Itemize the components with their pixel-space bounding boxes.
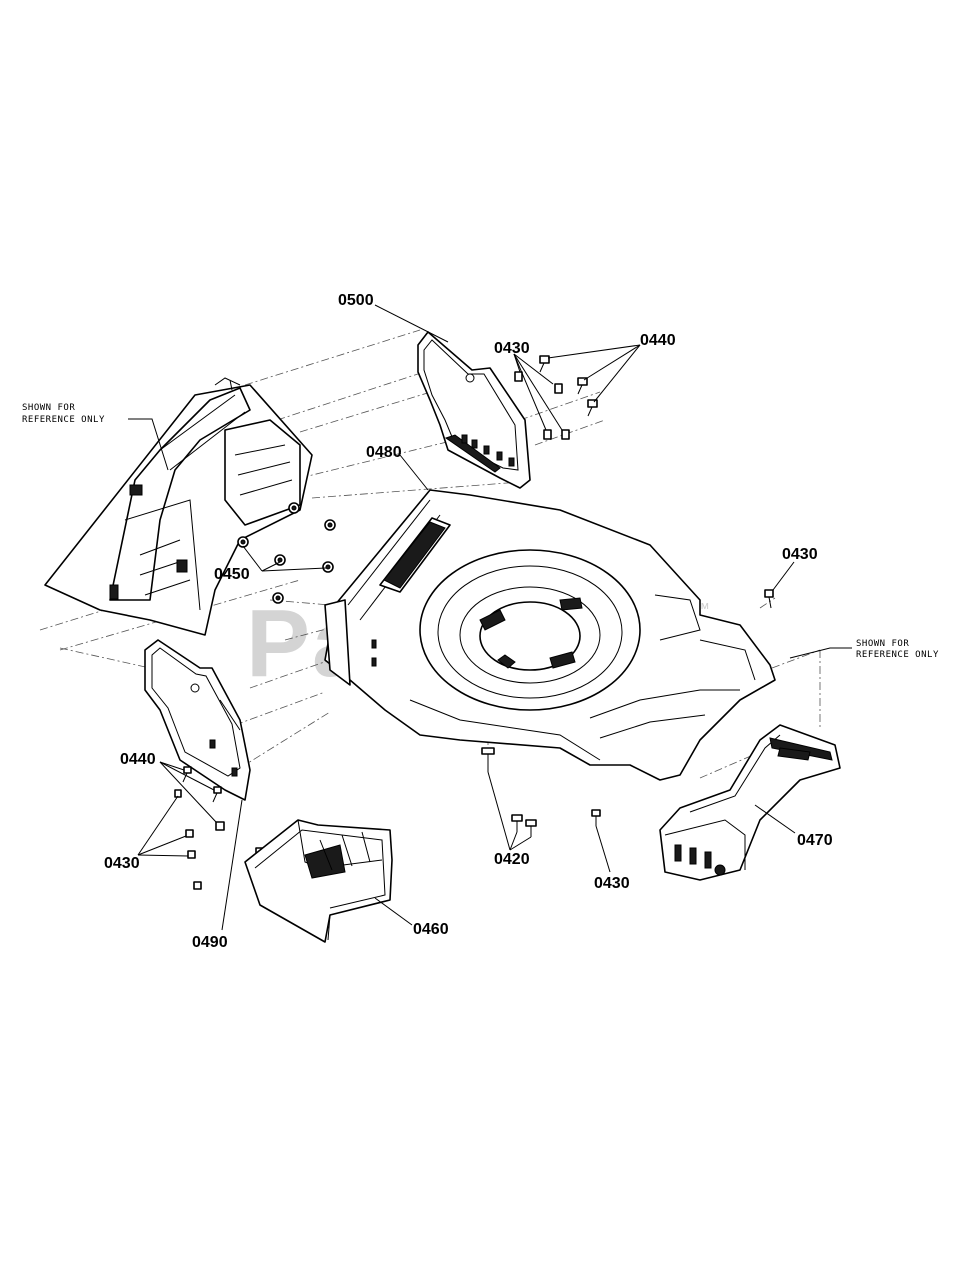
callout-0480: 0480 xyxy=(366,444,402,461)
part-0470-bracket xyxy=(659,724,841,881)
callout-0470: 0470 xyxy=(797,832,833,849)
reference-note-right-line2: REFERENCE ONLY xyxy=(856,650,939,660)
callout-0420: 0420 xyxy=(494,851,530,868)
screw-0430-right xyxy=(764,589,774,609)
nuts-0450 xyxy=(237,502,336,604)
screw-0430-bottom xyxy=(591,809,601,826)
reference-note-left-line1: SHOWN FOR xyxy=(22,403,75,413)
part-0480-deck xyxy=(324,489,776,781)
reference-note-left-line2: REFERENCE ONLY xyxy=(22,415,105,425)
callout-0440-left: 0440 xyxy=(120,751,156,768)
reference-housing-left xyxy=(44,377,313,636)
screws-0420 xyxy=(481,747,537,837)
part-0490-side-plate xyxy=(144,639,251,801)
part-0500-side-plate xyxy=(417,331,531,489)
reference-note-right: SHOWN FOR REFERENCE ONLY xyxy=(789,639,939,660)
callout-0450: 0450 xyxy=(214,566,250,583)
callout-0440-top: 0440 xyxy=(640,332,676,349)
reference-note-left: SHOWN FOR REFERENCE ONLY xyxy=(22,403,169,471)
callout-0430-left: 0430 xyxy=(104,855,140,872)
reference-note-right-line1: SHOWN FOR xyxy=(856,639,909,649)
callout-0500: 0500 xyxy=(338,292,374,309)
callout-0460: 0460 xyxy=(413,921,449,938)
leader-lines xyxy=(137,304,796,931)
callout-0430-right: 0430 xyxy=(782,546,818,563)
callout-0430-bottom: 0430 xyxy=(594,875,630,892)
part-0460-chute xyxy=(244,819,393,943)
callout-0490: 0490 xyxy=(192,934,228,951)
bolts-0430-0440-top xyxy=(514,355,598,440)
callout-labels: 0500 0430 0440 0480 0450 0430 0440 0430 … xyxy=(104,292,833,951)
callout-0430-top: 0430 xyxy=(494,340,530,357)
